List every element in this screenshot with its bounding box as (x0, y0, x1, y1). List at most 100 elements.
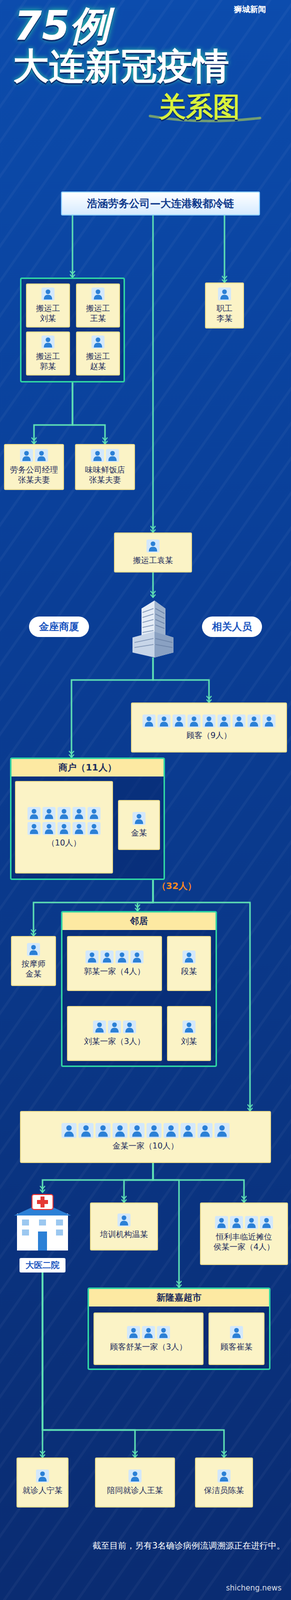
person-card: 陪同就诊人王某 (95, 1457, 175, 1508)
node-label: 郭某一家（4人） (84, 966, 145, 977)
person-icon (106, 449, 119, 462)
person-icon (230, 1326, 243, 1339)
person-card: 顾客（9人） (131, 702, 287, 753)
person-icon (217, 714, 231, 728)
connector (137, 880, 153, 911)
icon-row (27, 943, 40, 956)
group-header: 新隆嘉超市 (89, 1289, 269, 1307)
person-icon (142, 714, 156, 728)
watermark: shicheng.news (226, 1584, 282, 1593)
person-icon (41, 335, 55, 349)
count-label: （32人） (157, 881, 197, 891)
icon-row (127, 1326, 170, 1339)
person-icon (232, 714, 246, 728)
person-card: 按摩师 金某 (11, 936, 56, 986)
person-icon (260, 1216, 273, 1229)
icon-row (61, 1123, 230, 1138)
icon-row (20, 449, 48, 462)
node-label: 劳务公司经理 张某夫妻 (8, 465, 60, 485)
person-icon (182, 950, 196, 964)
icon-row (93, 1020, 136, 1034)
company-box: 浩涵劳务公司—大连港毅都冷链 (61, 191, 260, 216)
person-card: 郭某一家（4人） (67, 936, 162, 991)
title-count: 75例 (14, 4, 110, 48)
icon-row (218, 287, 231, 301)
person-icon (87, 807, 101, 820)
node-label: （10人） (47, 838, 81, 848)
node-label: 搬运工 赵某 (80, 351, 116, 372)
person-icon (157, 714, 171, 728)
person-icon (91, 449, 104, 462)
connector (42, 1163, 153, 1193)
person-card: 搬运工 郭某 (26, 331, 70, 376)
person-icon (93, 1020, 106, 1034)
person-icon (95, 1123, 111, 1138)
connector (34, 382, 73, 444)
person-icon (230, 1216, 243, 1229)
group-box: （10人）金某商户（11人） (10, 757, 165, 880)
person-icon (108, 1020, 121, 1034)
person-icon (27, 943, 40, 956)
person-card: 搬运工袁某 (114, 532, 192, 573)
person-icon (123, 1020, 136, 1034)
person-icon (100, 950, 114, 964)
person-icon (20, 449, 33, 462)
icon-row (117, 1213, 131, 1227)
node-label: 就诊人宁某 (22, 1485, 63, 1496)
person-card: 刘某一家（3人） (67, 1006, 162, 1061)
icon-row (128, 1469, 142, 1483)
person-card: 保洁员陈某 (195, 1457, 253, 1508)
person-icon (112, 1123, 128, 1138)
icon-row (27, 807, 101, 835)
hospital-node: 大医二院 (5, 1192, 80, 1273)
person-icon (91, 287, 105, 301)
building-illustration (130, 597, 176, 658)
node-label: 搬运工 刘某 (30, 303, 66, 324)
person-card: 顾客舒某一家（3人） (93, 1312, 204, 1365)
icon-row (182, 1020, 196, 1034)
person-icon (172, 714, 186, 728)
node-label: 段某 (181, 966, 197, 977)
person-card: 搬运工 赵某 (76, 331, 120, 376)
icon-row (217, 1469, 231, 1483)
person-icon (35, 449, 48, 462)
person-icon (142, 1326, 155, 1339)
node-label: 按摩师 金某 (15, 959, 52, 979)
person-card: 劳务公司经理 张某夫妻 (4, 444, 64, 490)
icon-row (91, 449, 119, 462)
icon-row (182, 950, 196, 964)
node-label: 浩涵劳务公司—大连港毅都冷链 (87, 196, 234, 211)
person-card: 恒利丰临近摊位 侯某一家（4人） (200, 1202, 288, 1265)
person-icon (163, 1123, 179, 1138)
person-icon (157, 1326, 170, 1339)
icon-row (91, 287, 105, 301)
caption-text: 截至目前，另有3名确诊病例流调溯源正在进行中。 (30, 1540, 285, 1552)
icon-row (41, 287, 55, 301)
icon-row (142, 714, 276, 728)
person-icon (78, 1123, 94, 1138)
person-icon (128, 1469, 142, 1483)
connector (72, 382, 105, 444)
person-icon (218, 287, 231, 301)
place-pill: 相关人员 (202, 616, 262, 637)
person-card: 职工 李某 (205, 282, 244, 329)
person-icon (72, 822, 86, 835)
node-label: 刘某 (181, 1036, 197, 1047)
node-label: 顾客（9人） (186, 730, 232, 741)
person-icon (187, 714, 201, 728)
person-icon (72, 807, 86, 820)
node-label: 金某一家（10人） (112, 1141, 179, 1151)
icon-row (215, 1216, 273, 1229)
icon-row (85, 950, 144, 964)
node-label: 大医二院 (19, 1258, 66, 1273)
node-label: 培训机构温某 (100, 1229, 148, 1240)
icon-row (146, 539, 160, 553)
subtitle: 关系图 (159, 92, 240, 122)
connector (72, 215, 74, 278)
person-icon (215, 1216, 228, 1229)
person-icon (41, 287, 55, 301)
person-icon (36, 1469, 49, 1483)
location-band: 金座商厦相关人员 (0, 597, 291, 658)
group-box: 郭某一家（4人）段某刘某一家（3人）刘某邻居 (61, 911, 217, 1067)
person-icon (115, 950, 129, 964)
